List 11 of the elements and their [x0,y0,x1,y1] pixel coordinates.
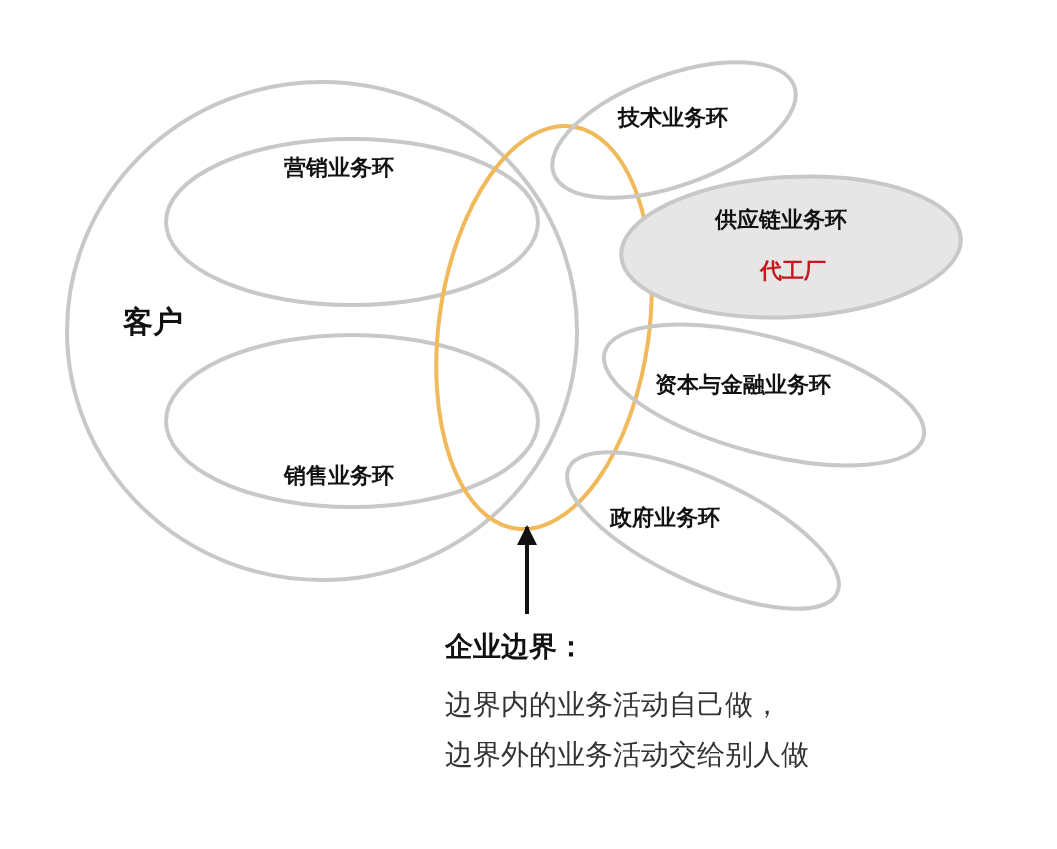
note-text: 边界内的业务活动自己做，边界外的业务活动交给别人做 [445,687,810,773]
ring-label: 销售业务环 [284,462,394,490]
sub-label: 代工厂 [760,257,826,285]
ring-label: 供应链业务环 [715,206,847,234]
ring-label: 政府业务环 [610,504,720,532]
ring-label: 营销业务环 [284,154,394,182]
arrow [517,525,537,614]
note-heading: 企业边界： [445,629,585,665]
ring-label: 资本与金融业务环 [655,371,831,399]
ring-label: 客户 [123,303,183,341]
ring-label: 技术业务环 [618,104,728,132]
